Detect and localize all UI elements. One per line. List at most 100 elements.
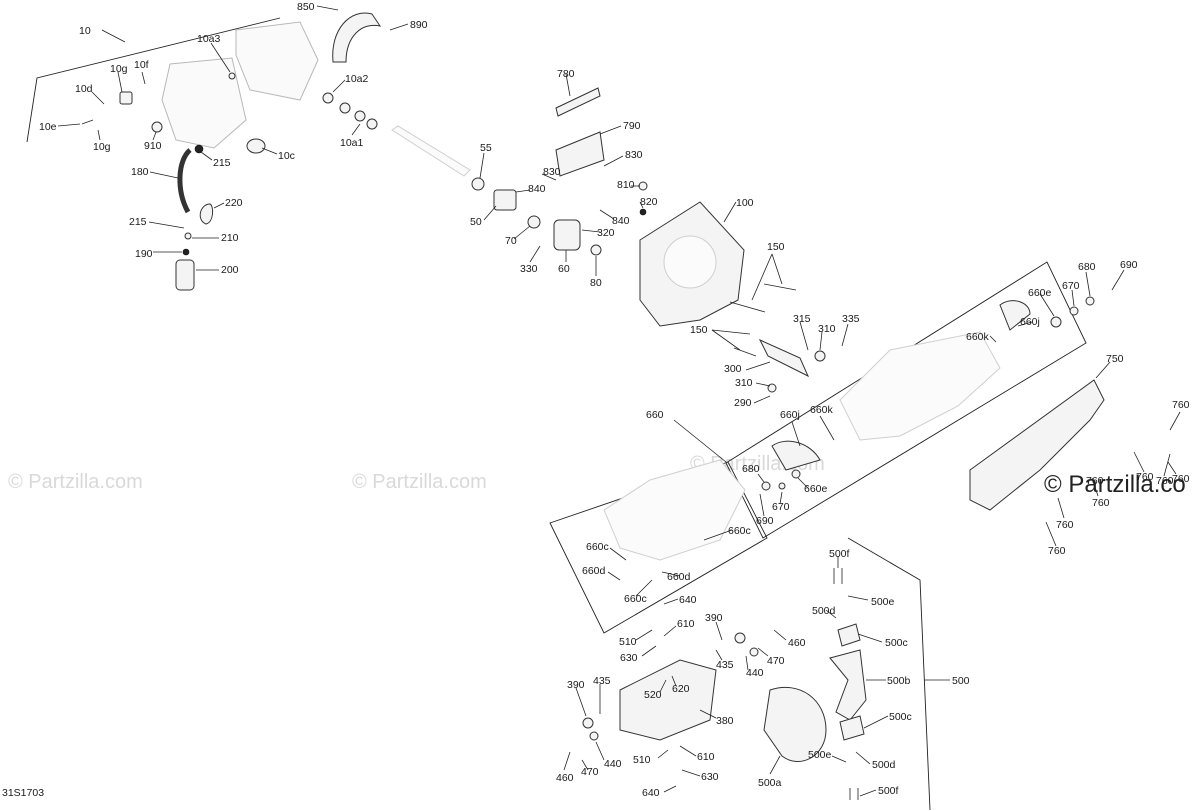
callout-830-right: 830 (625, 149, 643, 161)
bracket-790 (555, 131, 605, 177)
callout-760-b: 760 (1156, 475, 1174, 487)
callout-760-h: 760 (1086, 475, 1104, 487)
exhaust-bracket-380 (619, 659, 717, 741)
spacer-670-lower (778, 482, 786, 490)
oring-10a1-a (354, 110, 366, 122)
callout-220: 220 (225, 197, 243, 209)
drawing-code: 31S1703 (2, 787, 44, 799)
callout-435-top: 435 (716, 659, 734, 671)
callout-10f: 10f (134, 59, 149, 71)
oring-10a2-b (339, 102, 351, 114)
callout-390-top: 390 (705, 612, 723, 624)
callout-440-bottom: 440 (604, 758, 622, 770)
callout-10a1: 10a1 (340, 137, 364, 149)
nut-440-lower (589, 731, 599, 741)
callout-830-left: 830 (543, 166, 561, 178)
callout-660c-right: 660c (728, 525, 751, 537)
bracket-300 (758, 338, 810, 378)
leader-lines (57, 5, 1181, 797)
callout-660j-upper: 660j (1020, 316, 1040, 328)
callout-680-lower: 680 (742, 463, 760, 475)
bolt-150-b (763, 283, 797, 291)
callout-760-g: 760 (1048, 545, 1066, 557)
callout-630-bottom: 630 (701, 771, 719, 783)
washer-680-upper (1085, 296, 1095, 306)
callout-100: 100 (736, 197, 754, 209)
callout-460-top: 460 (788, 637, 806, 649)
washer-680-lower (761, 481, 771, 491)
callout-910: 910 (144, 140, 162, 152)
callout-10d: 10d (75, 83, 93, 95)
callout-510-bottom: 510 (633, 754, 651, 766)
callout-760-a: 760 (1172, 399, 1190, 411)
callout-315: 315 (793, 313, 811, 325)
drive-shaft-ghost (391, 125, 471, 177)
callout-500c-top: 500c (885, 637, 908, 649)
callout-190: 190 (135, 248, 153, 260)
callout-760-f: 760 (1056, 519, 1074, 531)
callout-680-upper: 680 (1078, 261, 1096, 273)
callout-10g-top: 10g (110, 63, 128, 75)
callout-520: 520 (644, 689, 662, 701)
callout-610-top: 610 (677, 618, 695, 630)
callout-690-lower: 690 (756, 515, 774, 527)
callout-630-top: 630 (620, 652, 638, 664)
callout-660d-left: 660d (582, 565, 606, 577)
callout-10g-bottom: 10g (93, 141, 111, 153)
callout-330: 330 (520, 263, 538, 275)
callout-890: 890 (410, 19, 428, 31)
callout-300: 300 (724, 363, 742, 375)
callout-610-bottom: 610 (697, 751, 715, 763)
callout-470-bottom: 470 (581, 766, 599, 778)
callout-80: 80 (590, 277, 602, 289)
callout-500e-bottom: 500e (808, 749, 832, 761)
callout-780: 780 (557, 68, 575, 80)
callout-840-top: 840 (528, 183, 546, 195)
callout-215-top: 215 (213, 157, 231, 169)
callout-620: 620 (672, 683, 690, 695)
callout-640-bottom: 640 (642, 787, 660, 799)
boot-200 (175, 259, 195, 291)
strap-850 (332, 12, 382, 63)
callout-760-d: 760 (1172, 473, 1190, 485)
callout-690-upper: 690 (1120, 259, 1138, 271)
callout-290: 290 (734, 397, 752, 409)
bolt-10e (81, 119, 94, 125)
muffler-cover-750 (969, 379, 1105, 511)
nut-820 (639, 208, 647, 216)
callout-500c-bottom: 500c (889, 711, 912, 723)
exhaust-outlet-500a (763, 686, 827, 762)
callout-320: 320 (597, 227, 615, 239)
callout-150-top: 150 (767, 241, 785, 253)
cover-660j-lower (771, 440, 821, 471)
watermark-center: © Partzilla.com (352, 471, 487, 493)
callout-10c: 10c (278, 150, 295, 162)
callout-435-bottom: 435 (593, 675, 611, 687)
bracket-500b (829, 649, 867, 721)
lower-cover-ghost (603, 459, 746, 561)
callout-55: 55 (480, 142, 492, 154)
drive-housing-rear (235, 21, 319, 101)
hose-180 (177, 148, 192, 214)
clamp-210 (184, 232, 192, 240)
callout-310-top: 310 (818, 323, 836, 335)
callout-180: 180 (131, 166, 149, 178)
callout-500a: 500a (758, 777, 782, 789)
washer-310-b (767, 383, 777, 393)
callout-510-top: 510 (619, 636, 637, 648)
callout-210: 210 (221, 232, 239, 244)
callout-10a3: 10a3 (197, 33, 221, 45)
bracket-780 (555, 87, 601, 117)
washer-390-lower (582, 717, 594, 729)
clamp-190 (182, 248, 190, 256)
callout-660e-upper: 660e (1028, 287, 1052, 299)
callout-10: 10 (79, 25, 91, 37)
callout-390-bottom: 390 (567, 679, 585, 691)
bolt-150-c (733, 347, 757, 357)
clamp-55 (471, 177, 485, 191)
callout-660k-lower: 660k (810, 404, 834, 416)
callout-840-bottom: 840 (612, 215, 630, 227)
callout-60: 60 (558, 263, 570, 275)
callout-70: 70 (505, 235, 517, 247)
callout-670-upper: 670 (1062, 280, 1080, 292)
